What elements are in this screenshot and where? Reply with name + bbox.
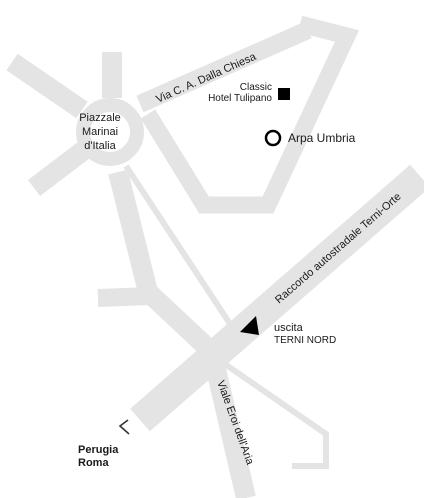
road-west-branch xyxy=(97,287,151,307)
hotel-label-line1: Classic xyxy=(240,82,272,93)
exit-triangle-icon xyxy=(240,316,259,335)
exit-marker: uscita TERNI NORD xyxy=(240,316,336,346)
hotel-square-icon xyxy=(278,88,290,100)
label-piazzale-line1: Piazzale xyxy=(79,112,121,124)
destination-label-line2: Roma xyxy=(78,457,109,469)
label-raccordo: Raccordo autostradale Terni-Orte xyxy=(273,191,403,307)
exit-label-line2: TERNI NORD xyxy=(274,335,336,346)
arpa-marker: Arpa Umbria xyxy=(264,129,356,147)
label-piazzale-line3: d'Italia xyxy=(84,140,116,152)
label-piazzale-line2: Marinai xyxy=(82,126,118,138)
road-south-trunk xyxy=(108,169,256,498)
arpa-circle-icon xyxy=(264,129,282,147)
exit-label-line1: uscita xyxy=(274,322,304,334)
road-via-dalla-chiesa xyxy=(136,21,312,113)
road-loop-upper-right xyxy=(140,15,360,214)
road-spoke-northwest xyxy=(6,53,88,119)
arpa-label: Arpa Umbria xyxy=(288,131,356,145)
direction-chevron-icon xyxy=(118,419,130,435)
label-piazzale: Piazzale Marinai d'Italia xyxy=(79,112,121,152)
roundabout xyxy=(76,98,144,166)
road-network xyxy=(6,15,424,498)
hotel-marker: Classic Hotel Tulipano xyxy=(208,82,290,104)
destination: Perugia Roma xyxy=(78,419,130,469)
road-thin-loop xyxy=(220,359,329,469)
road-raccordo xyxy=(130,164,424,432)
road-spoke-southwest xyxy=(27,142,91,196)
hotel-label-line2: Hotel Tulipano xyxy=(208,93,272,104)
road-thin-diagonal xyxy=(123,164,241,338)
destination-label-line1: Perugia xyxy=(78,444,119,456)
